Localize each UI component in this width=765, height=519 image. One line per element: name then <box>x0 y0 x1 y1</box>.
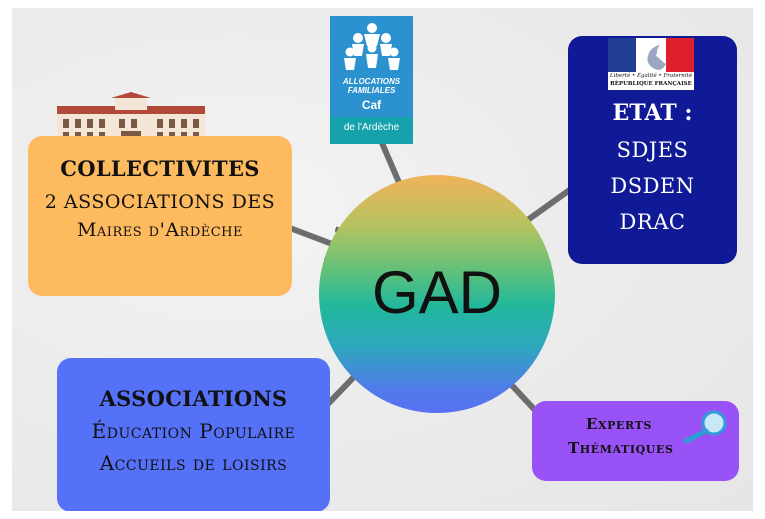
experts-box: Experts Thématiques <box>532 401 739 481</box>
caf-brand: Caf <box>361 98 382 112</box>
gad-circle <box>319 175 555 413</box>
associations-line: Éducation Populaire <box>91 419 296 443</box>
etat-line: DRAC <box>619 210 686 234</box>
collectivites-line: Maires d'Ardèche <box>76 219 244 241</box>
collectivites-title: COLLECTIVITES <box>60 156 260 181</box>
collectivites-box: COLLECTIVITES 2 ASSOCIATIONS DES Maires … <box>28 136 292 296</box>
rf-name: RÉPUBLIQUE FRANÇAISE <box>610 81 692 87</box>
etat-line: SDJES <box>616 138 689 162</box>
caf-line2: FAMILIALES <box>347 86 396 95</box>
collectivites-line: 2 ASSOCIATIONS DES <box>44 191 276 213</box>
associations-title: ASSOCIATIONS <box>99 386 288 411</box>
magnifier-icon <box>683 410 727 444</box>
caf-region: de l'Ardèche <box>343 122 400 133</box>
marianne-icon <box>647 45 666 70</box>
caf-family-icon <box>344 23 400 70</box>
experts-line: Experts <box>586 415 652 433</box>
experts-line: Thématiques <box>568 439 674 457</box>
caf-line1: ALLOCATIONS <box>342 77 401 86</box>
associations-line: Accueils de loisirs <box>99 451 288 475</box>
diagram-canvas: COLLECTIVITES 2 ASSOCIATIONS DES Maires … <box>12 8 753 511</box>
caf-logo: ALLOCATIONS FAMILIALES Caf de l'Ardèche <box>330 16 413 144</box>
associations-box: ASSOCIATIONS Éducation Populaire Accueil… <box>57 358 330 511</box>
republique-francaise-logo: Liberté • Égalité • Fraternité RÉPUBLIQU… <box>608 38 694 90</box>
rf-motto: Liberté • Égalité • Fraternité <box>609 73 693 79</box>
etat-line: DSDEN <box>610 174 695 198</box>
etat-title: ETAT : <box>612 100 693 126</box>
gad-label: GAD <box>371 259 503 326</box>
